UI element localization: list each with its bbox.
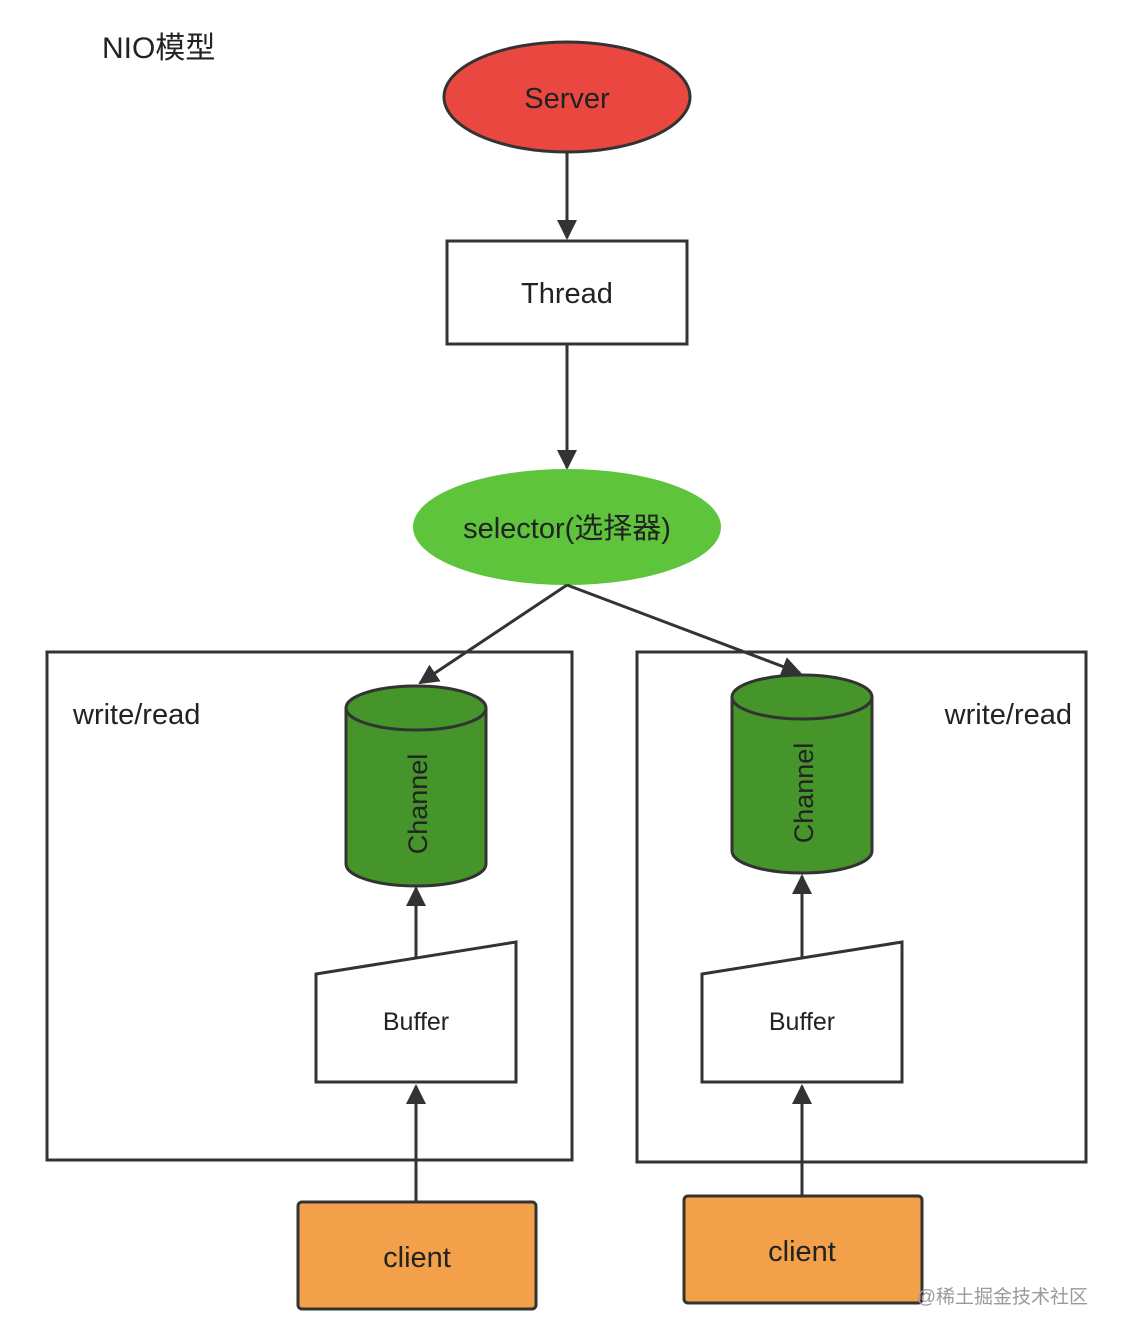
right-client-label: client [768,1236,836,1268]
left-group-box [45,650,574,1162]
left-write-read-label: write/read [72,699,200,731]
right-write-read-label: write/read [944,699,1072,731]
right-channel-top [730,673,874,721]
left-buffer: Buffer [314,940,518,1084]
selector-label: selector(选择器) [463,512,671,545]
left-channel-cylinder: Channel [344,684,488,888]
thread-node: Thread [445,239,689,346]
left-buffer-label: Buffer [383,1008,449,1036]
right-buffer-label: Buffer [769,1008,835,1036]
left-client-box [296,1200,538,1311]
thread-label: Thread [521,278,613,310]
right-buffer-shape [700,940,904,1084]
selector-ellipse [413,469,721,585]
server-node: Server [442,40,692,154]
right-buffer: Buffer [700,940,904,1084]
thread-box [445,239,689,346]
server-label: Server [524,83,610,115]
left-buffer-shape [314,940,518,1084]
right-group: write/read Channel Buffer [635,650,1088,1164]
selector-node: selector(选择器) [413,469,721,585]
right-channel-body [730,697,874,875]
right-channel-label: Channel [789,743,819,844]
right-channel-cylinder: Channel [730,673,874,875]
left-client: client [296,1200,538,1311]
diagram-title: NIO模型 [102,32,215,65]
left-client-label: client [383,1242,451,1274]
watermark-text: @稀土掘金技术社区 [917,1286,1088,1308]
arrow-selector-to-left-channel [418,583,568,685]
right-client-box [682,1194,924,1305]
right-client: client [682,1194,924,1305]
arrow-selector-to-right-channel [566,583,802,676]
left-channel-label: Channel [403,754,433,855]
left-channel-top [344,684,488,732]
left-group: write/read Channel Buffer [45,650,574,1162]
right-group-box [635,650,1088,1164]
